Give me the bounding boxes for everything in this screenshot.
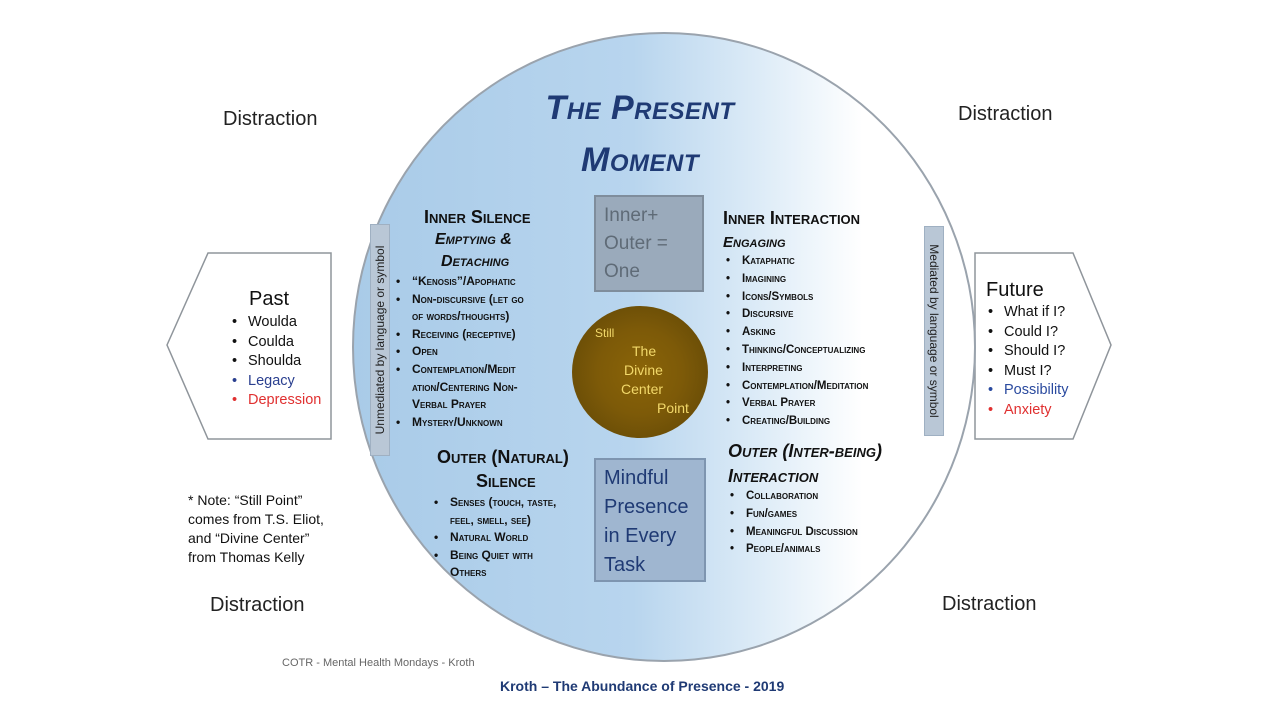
distraction-label-top-right: Distraction [958,103,1053,125]
future-item-anxiety: Anxiety [986,401,1068,421]
box-line: Mindful [604,467,669,489]
footer-credit: Kroth – The Abundance of Presence - 2019 [500,678,785,694]
outer-silence-item: Natural World [432,529,592,547]
future-list: What if I? Could I? Should I? Must I? Po… [986,303,1068,420]
inner-interaction-item: Icons/Symbols [724,289,924,307]
orb-the-label: The [632,343,657,359]
outer-silence-item: Being Quiet with [432,547,592,565]
past-item: Woulda [230,313,321,333]
future-item: Should I? [986,342,1068,362]
outer-silence-item: Senses (touch, taste, [432,494,592,512]
box-line: Outer = [604,233,668,254]
inner-interaction-item: Thinking/Conceptualizing [724,342,924,360]
outer-interaction-list: Collaboration Fun/games Meaningful Discu… [728,488,928,559]
inner-silence-item: Contemplation/Medit [394,361,594,379]
outer-silence-heading-2: Silence [476,471,536,491]
inner-interaction-item: Kataphatic [724,253,924,271]
outer-interaction-item: Meaningful Discussion [728,524,928,542]
future-item-possibility: Possibility [986,381,1068,401]
inner-silence-item: Open [394,343,594,361]
inner-outer-one-box: Inner+ Outer = One [594,195,704,292]
orb-still-label: Still [595,326,615,340]
inner-interaction-list: Kataphatic Imagining Icons/Symbols Discu… [724,253,924,431]
inner-interaction-item: Interpreting [724,360,924,378]
divine-center-orb [572,306,708,438]
inner-interaction-item: Creating/Building [724,413,924,431]
outer-interaction-heading-2: Interaction [728,466,819,486]
mediated-bar [924,226,944,436]
inner-silence-item-cont: Verbal Prayer [412,397,487,412]
inner-silence-heading: Inner Silence [424,207,531,227]
orb-point-label: Point [657,400,689,416]
orb-divine-label: Divine [624,362,663,378]
past-item-legacy: Legacy [230,372,321,392]
inner-interaction-item: Verbal Prayer [724,395,924,413]
mindful-presence-box: Mindful Presence in Every Task [594,458,706,582]
inner-silence-sub-1: Emptying & [435,231,512,248]
inner-interaction-item: Asking [724,324,924,342]
inner-silence-list: “Kenosis”/Apophatic Non-discursive (let … [394,273,594,431]
outer-silence-heading-1: Outer (Natural) [437,447,569,467]
outer-interaction-item: People/animals [728,541,928,559]
future-title: Future [986,279,1044,301]
future-item: Could I? [986,323,1068,343]
orb-center-label: Center [621,381,664,397]
inner-silence-item: Non-discursive (let go [394,291,594,309]
title-line-1: The Present [545,89,735,127]
box-line: in Every [604,525,677,547]
outer-silence-item-cont: Others [450,565,487,580]
present-moment-title: The Present Moment [520,82,760,186]
inner-interaction-item: Discursive [724,306,924,324]
future-item: Must I? [986,362,1068,382]
outer-interaction-item: Collaboration [728,488,928,506]
box-line: Inner+ [604,205,659,226]
note-line: * Note: “Still Point” [188,492,303,508]
inner-silence-sub-2: Detaching [441,253,510,270]
note-line: from Thomas Kelly [188,549,305,565]
box-line: Presence [604,496,689,518]
inner-interaction-heading: Inner Interaction [723,208,861,228]
outer-silence-list: Senses (touch, taste, feel, smell, see) … [432,494,592,582]
box-line: Task [604,554,646,576]
unmediated-label: Unmediated by language or symbol [373,245,387,435]
inner-silence-item-cont: of words/thoughts) [412,309,510,324]
distraction-label-top-left: Distraction [223,108,318,130]
note-line: comes from T.S. Eliot, [188,511,324,527]
past-title: Past [249,288,290,310]
outer-interaction-heading-1: Outer (Inter-being) [728,441,882,461]
inner-silence-item: Mystery/Unknown [394,414,594,432]
mediated-label: Mediated by language or symbol [927,244,941,418]
outer-interaction-item: Fun/games [728,506,928,524]
box-line: One [604,261,640,282]
past-item: Coulda [230,333,321,353]
inner-silence-item: Receiving (receptive) [394,326,594,344]
distraction-label-bottom-left: Distraction [210,594,305,616]
inner-silence-item-cont: ation/Centering Non- [412,379,518,394]
outer-silence-item-cont: feel, smell, see) [450,512,531,527]
past-item: Shoulda [230,352,321,372]
note-line: and “Divine Center” [188,530,310,546]
inner-interaction-item: Contemplation/Meditation [724,378,924,396]
source-note: * Note: “Still Point” comes from T.S. El… [188,491,358,567]
distraction-label-bottom-right: Distraction [942,593,1037,615]
title-line-2: Moment [581,141,699,179]
inner-interaction-sub: Engaging [723,234,786,251]
unmediated-bar [370,224,390,456]
future-item: What if I? [986,303,1068,323]
past-list: Woulda Coulda Shoulda Legacy Depression [230,313,321,411]
inner-silence-item: “Kenosis”/Apophatic [394,273,594,291]
inner-interaction-item: Imagining [724,271,924,289]
footer-series-label: COTR - Mental Health Mondays - Kroth [282,657,475,669]
past-item-depression: Depression [230,391,321,411]
